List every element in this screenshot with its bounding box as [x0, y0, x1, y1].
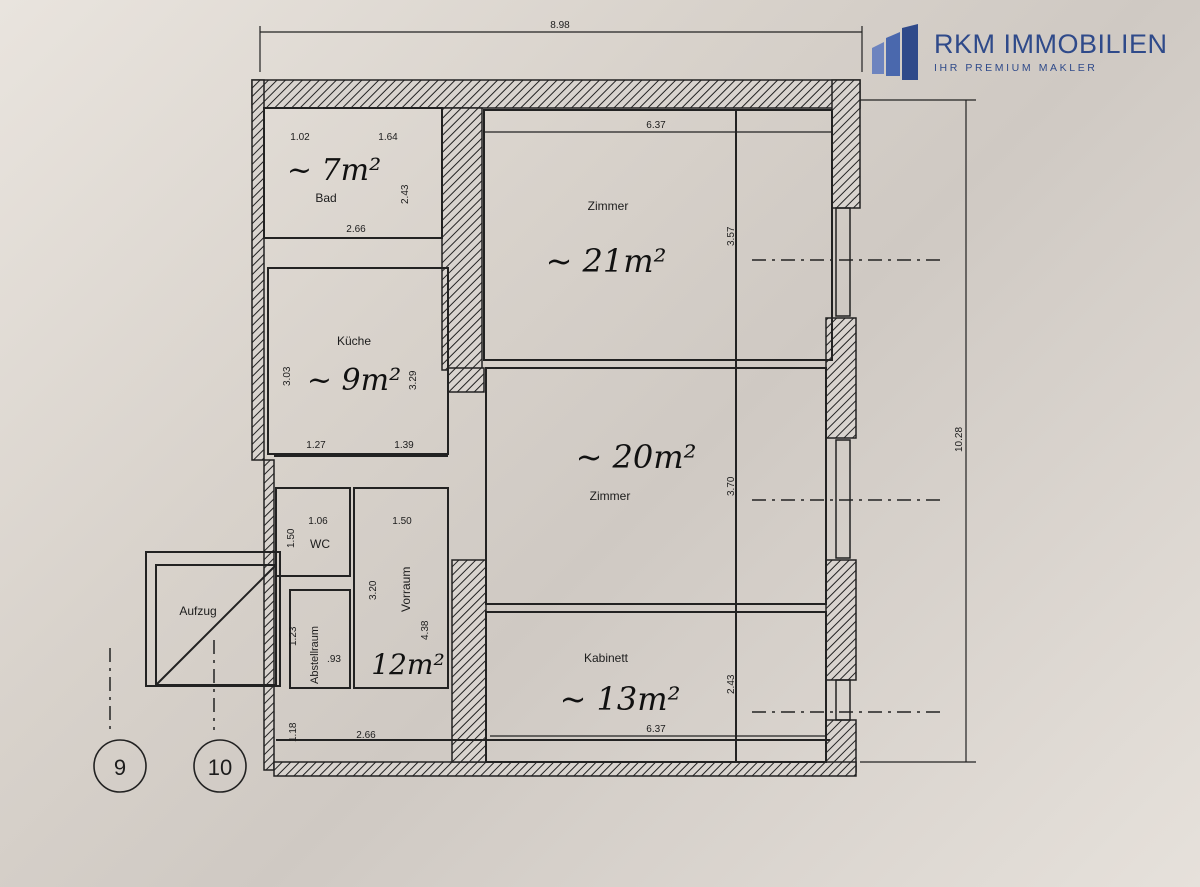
dim-kueche-h1: 3.03	[282, 366, 293, 386]
room-label-abstellraum: Abstellraum	[309, 626, 321, 684]
room-label-bad: Bad	[315, 191, 336, 205]
dim-abstellraum-w: .93	[327, 654, 341, 665]
dim-abstellraum-h: 1.23	[288, 626, 299, 646]
dim-zimmer-1-h: 3.57	[726, 226, 737, 246]
dim-kueche-h2: 3.29	[408, 370, 419, 390]
dim-bad-h: 2.43	[400, 184, 411, 204]
dim-wc-w: 1.06	[308, 516, 328, 527]
dim-bad-w1: 1.02	[290, 132, 310, 143]
area-kueche: ~ 9m²	[307, 363, 401, 398]
area-vorraum: 12m²	[371, 648, 444, 681]
dim-wc-h: 1.50	[286, 528, 297, 548]
dim-zimmer-2-h: 3.70	[726, 476, 737, 496]
interior-lines	[263, 107, 833, 763]
dim-overall-height: 10.28	[954, 427, 965, 452]
dim-bad-w2: 1.64	[378, 132, 398, 143]
axis-marker-9	[93, 739, 147, 793]
axis-label-10: 10	[208, 755, 232, 780]
room-label-aufzug: Aufzug	[179, 604, 216, 618]
dim-kabinett-w: 6.37	[646, 724, 666, 735]
area-zimmer-1: ~ 21m²	[546, 242, 667, 280]
dim-kueche-w2: 1.39	[394, 440, 414, 451]
dim-vorraum-h2: 4.38	[420, 620, 431, 640]
dim-zimmer-top-w: 6.37	[646, 120, 666, 131]
axis-markers	[93, 739, 247, 793]
dim-overall-width: 8.98	[550, 20, 570, 31]
dim-vorraum-w: 1.50	[392, 516, 412, 527]
dim-kueche-w1: 1.27	[306, 440, 326, 451]
brand-name: RKM IMMOBILIEN	[934, 29, 1168, 59]
area-zimmer-2: ~ 20m²	[576, 438, 697, 476]
dim-bottom-h: 1.18	[288, 722, 299, 742]
dim-bad-bottom: 2.66	[346, 224, 366, 235]
dimension-lines	[259, 26, 976, 763]
room-label-vorraum: Vorraum	[399, 567, 413, 612]
dim-kabinett-h: 2.43	[726, 674, 737, 694]
room-label-kabinett: Kabinett	[584, 651, 629, 665]
room-label-zimmer-1: Zimmer	[588, 199, 629, 213]
room-label-kueche: Küche	[337, 334, 371, 348]
dim-bottom-w: 2.66	[356, 730, 376, 741]
room-label-wc: WC	[310, 537, 330, 551]
building-icon	[872, 24, 918, 80]
axis-marker-10	[193, 739, 247, 793]
elevator	[145, 551, 281, 687]
dim-vorraum-h1: 3.20	[368, 580, 379, 600]
area-bad: ~ 7m²	[287, 153, 381, 188]
brand-tagline: IHR PREMIUM MAKLER	[934, 62, 1098, 74]
axis-lines	[109, 259, 940, 730]
axis-label-9: 9	[114, 755, 126, 780]
area-kabinett: ~ 13m²	[560, 680, 681, 718]
brand-logo: RKM IMMOBILIEN IHR PREMIUM MAKLER	[870, 24, 1168, 80]
room-label-zimmer-2: Zimmer	[590, 489, 631, 503]
windows	[835, 207, 851, 721]
